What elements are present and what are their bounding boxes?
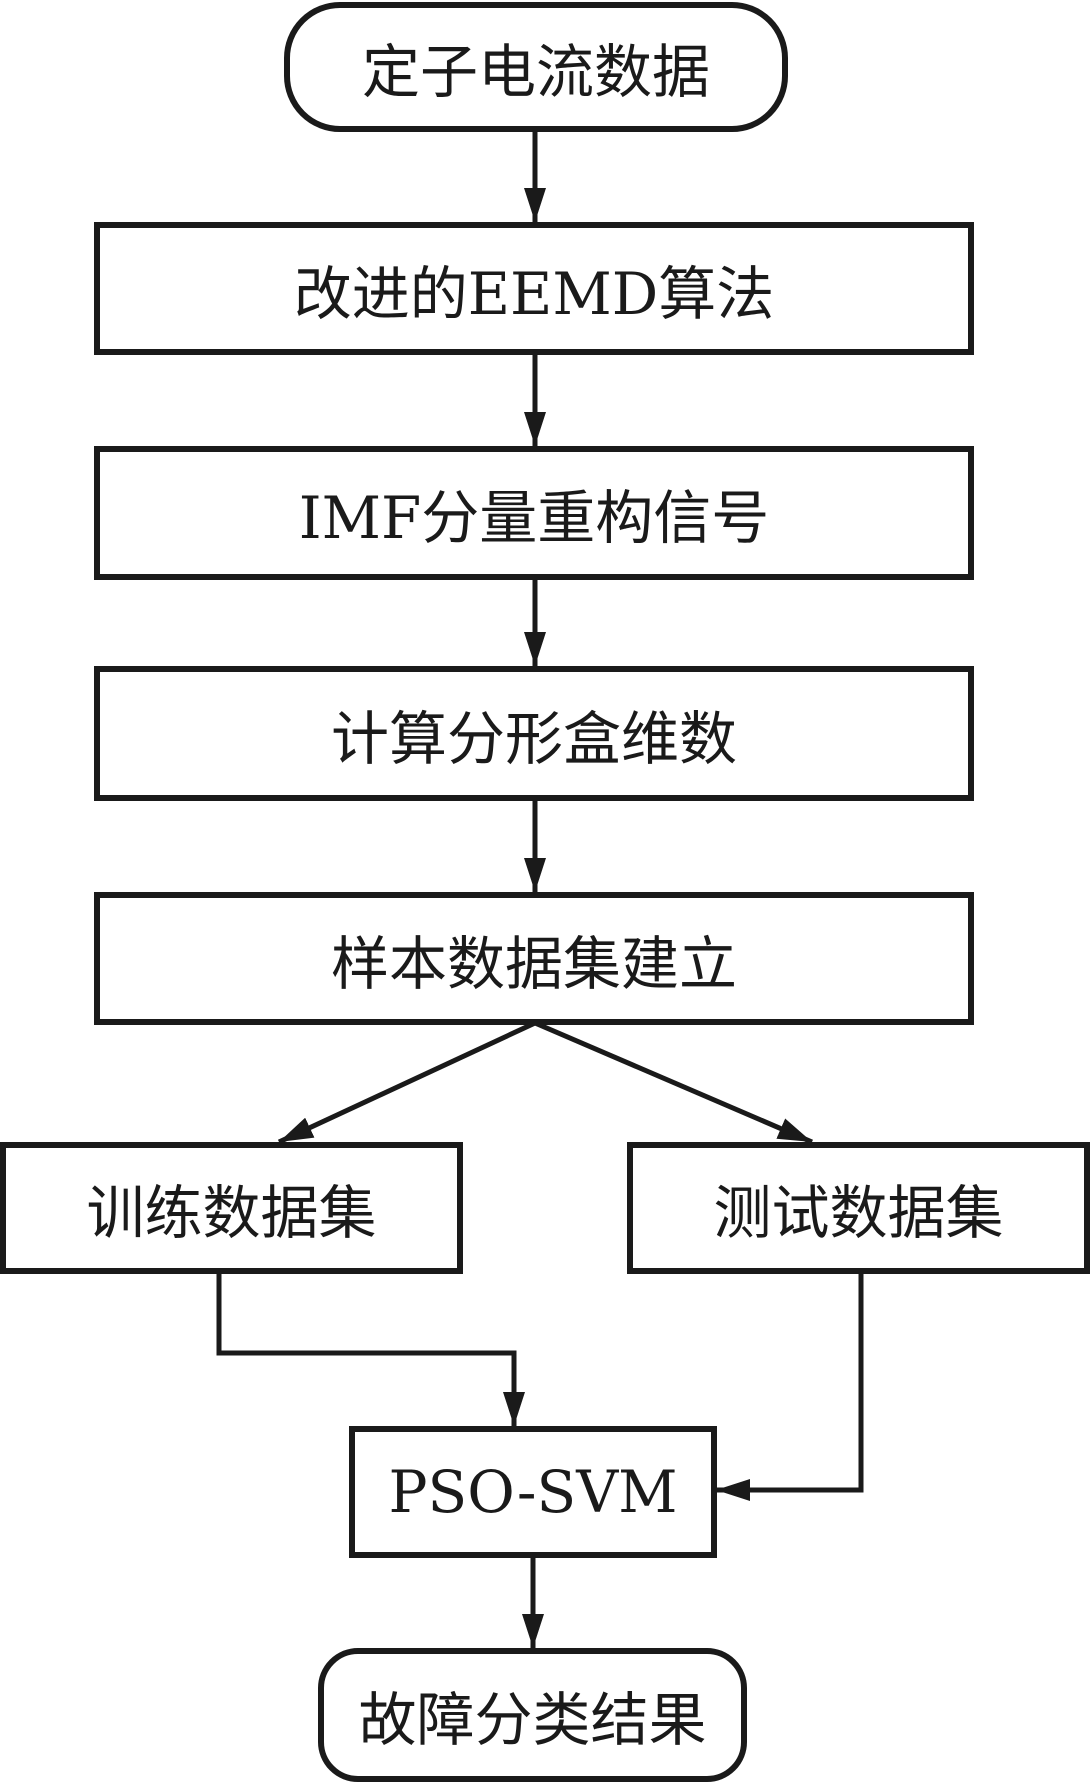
node-train: 训练数据集 <box>0 1142 463 1274</box>
node-result: 故障分类结果 <box>318 1648 747 1782</box>
edge-train-psosvm <box>216 1272 525 1426</box>
node-test-label: 测试数据集 <box>713 1179 1004 1247</box>
node-imf: IMF分量重构信号 <box>94 446 974 580</box>
node-fractal-label: 计算分形盒维数 <box>330 704 737 773</box>
node-fractal: 计算分形盒维数 <box>94 666 974 801</box>
edge-test-psosvm <box>716 1272 864 1501</box>
node-dataset-label: 样本数据集建立 <box>330 929 737 998</box>
node-pso-svm: PSO-SVM <box>349 1426 717 1558</box>
node-pso-svm-label: PSO-SVM <box>388 1458 678 1526</box>
node-test: 测试数据集 <box>627 1142 1090 1274</box>
node-start-label: 定子电流数据 <box>361 38 710 106</box>
node-eemd: 改进的EEMD算法 <box>94 222 974 355</box>
node-dataset: 样本数据集建立 <box>94 892 974 1025</box>
node-train-label: 训练数据集 <box>86 1179 377 1247</box>
node-eemd-label: 改进的EEMD算法 <box>293 259 775 328</box>
node-start: 定子电流数据 <box>284 2 788 132</box>
edge-dataset-train <box>277 1020 537 1145</box>
node-imf-label: IMF分量重构信号 <box>298 484 770 552</box>
node-result-label: 故障分类结果 <box>358 1686 707 1754</box>
edge-dataset-test <box>534 1020 813 1145</box>
